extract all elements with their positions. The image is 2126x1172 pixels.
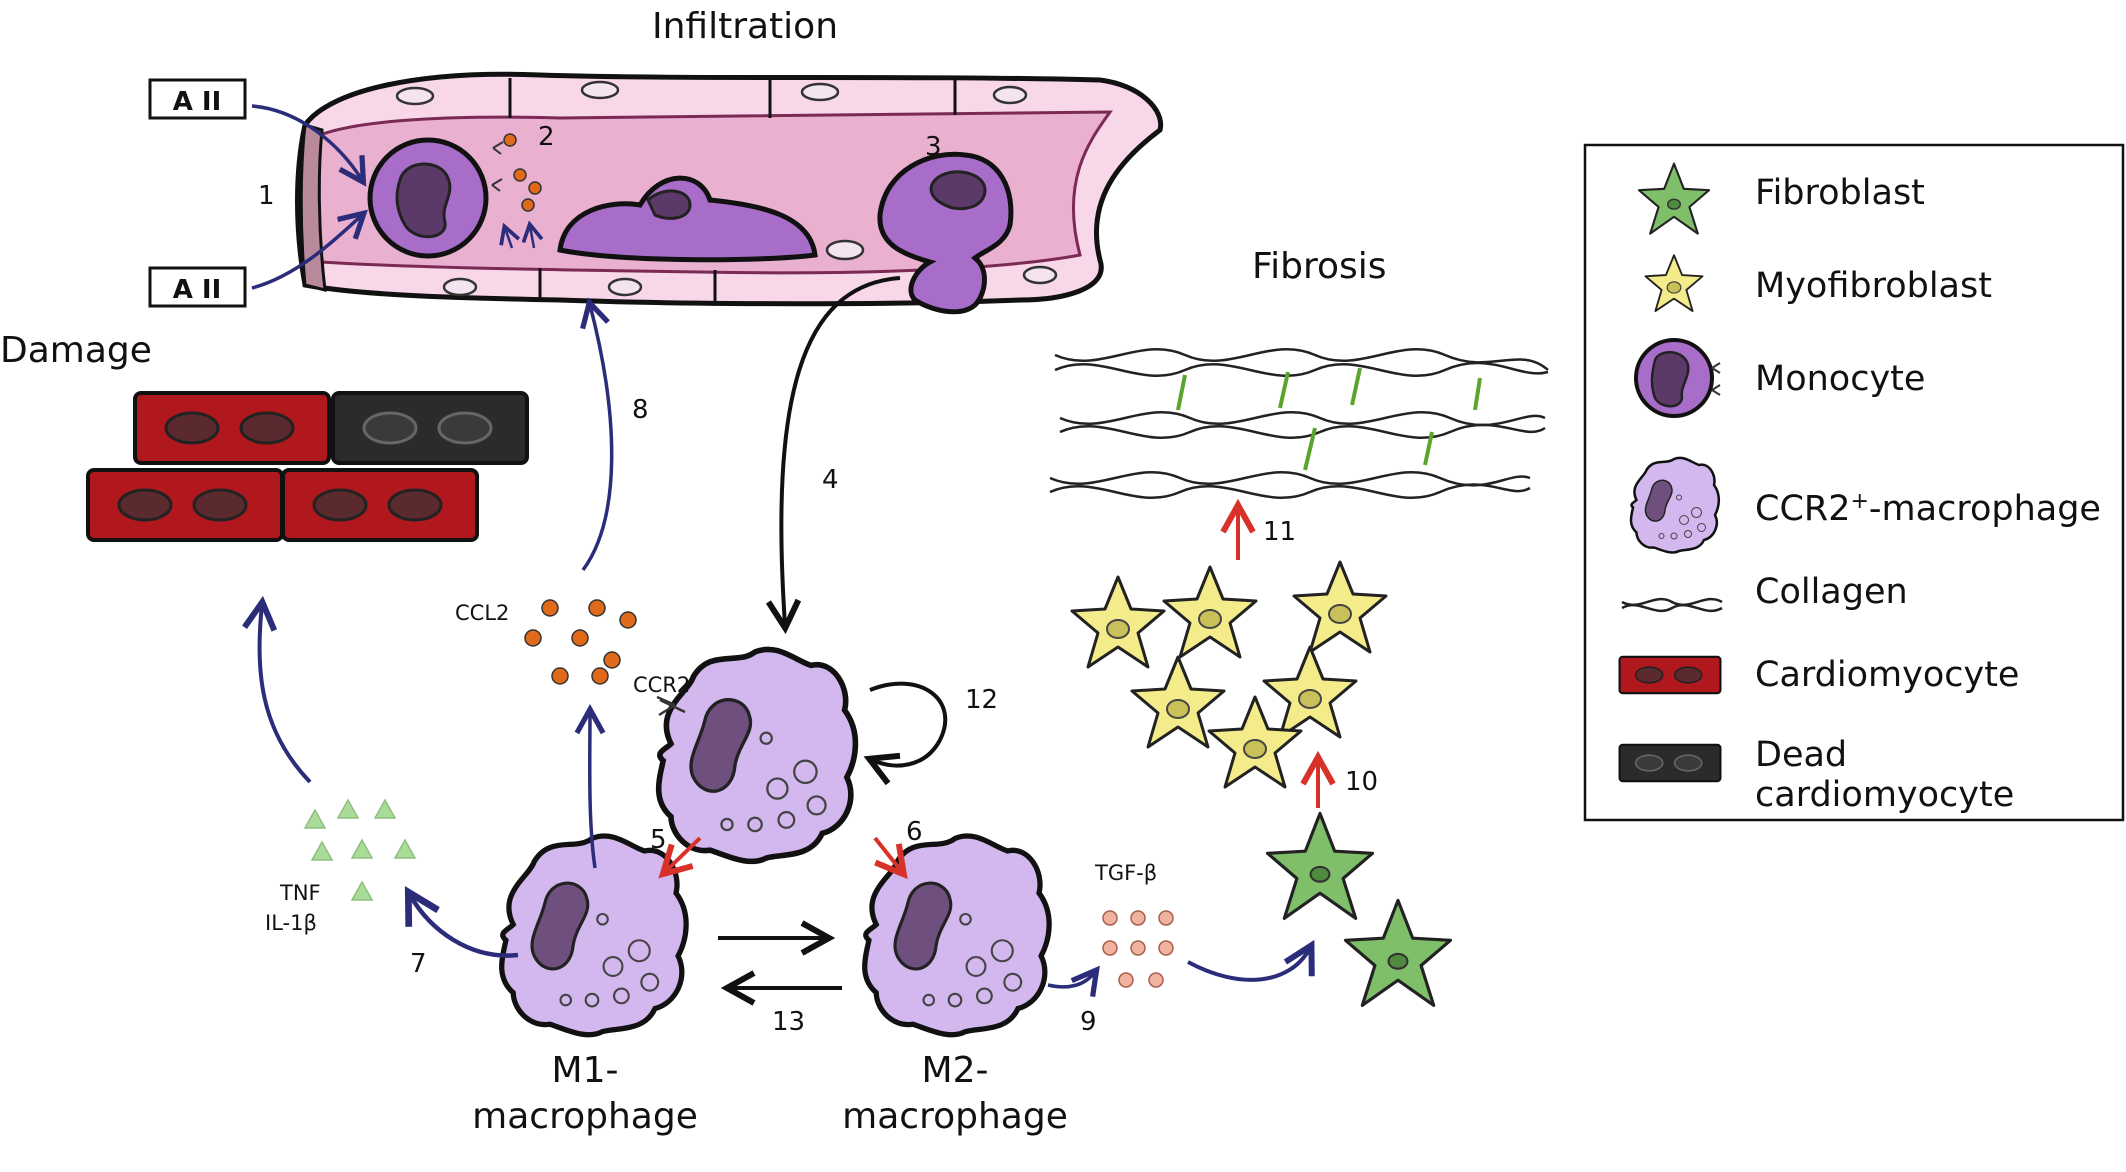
- m2-macrophage: [865, 836, 1049, 1035]
- legend-item-collagen: Collagen: [1621, 572, 1908, 613]
- svg-text:Monocyte: Monocyte: [1755, 359, 1925, 399]
- label-damage: Damage: [0, 330, 152, 371]
- legend-item-ccr2-macrophage: CCR2+-macrophage: [1629, 456, 2101, 554]
- arrow-m1-to-ccl2: [590, 712, 595, 869]
- legend-item-dead-cardiomyocyte: Dead cardiomyocyte: [1618, 735, 2014, 815]
- step-3: 3: [925, 132, 942, 162]
- svg-text:Dead: Dead: [1755, 735, 1847, 775]
- arrow-12-self-renewal: [870, 681, 948, 766]
- arrow-5-to-m1: [665, 836, 702, 872]
- arrow-4-monocyte-to-macrophage: [781, 276, 901, 625]
- svg-text:Collagen: Collagen: [1755, 572, 1908, 612]
- label-fibrosis: Fibrosis: [1252, 246, 1387, 287]
- step-13: 13: [772, 1007, 805, 1037]
- svg-text:cardiomyocyte: cardiomyocyte: [1755, 775, 2014, 815]
- svg-text:A II: A II: [173, 275, 222, 305]
- angiotensin-box-top: A II: [148, 78, 247, 120]
- step-1: 1: [258, 181, 275, 211]
- step-8: 8: [632, 395, 649, 425]
- collagen-crosslinks: [1176, 367, 1482, 471]
- step-7: 7: [410, 949, 427, 979]
- step-6: 6: [906, 817, 923, 847]
- label-ccr2: CCR2: [633, 673, 690, 697]
- arrow-7-m1-to-cytokines: [410, 895, 519, 958]
- step-11: 11: [1263, 517, 1296, 547]
- transmigrating-monocyte: [877, 151, 1014, 315]
- svg-text:A II: A II: [173, 87, 222, 117]
- svg-text:Cardiomyocyte: Cardiomyocyte: [1755, 655, 2019, 695]
- label-infiltration: Infiltration: [652, 6, 838, 47]
- adherent-monocyte: [557, 175, 818, 263]
- label-tgfb: TGF-β: [1094, 861, 1157, 885]
- tnf-triangles: [303, 798, 417, 901]
- step-2: 2: [538, 122, 555, 152]
- collagen-fibers: [1049, 348, 1549, 499]
- label-tnf: TNF: [279, 881, 321, 905]
- arrow-6-to-m2: [873, 836, 902, 872]
- arrow-a2-top-to-monocyte: [251, 104, 362, 180]
- tgfb-dots: [1102, 910, 1174, 988]
- label-m2-line1: M2-: [922, 1050, 989, 1091]
- label-il1b: IL-1β: [265, 911, 317, 935]
- angiotensin-box-bottom: A II: [148, 266, 247, 308]
- legend-item-fibroblast: Fibroblast: [1637, 162, 1925, 235]
- svg-text:CCR2+-macrophage: CCR2+-macrophage: [1755, 489, 2101, 530]
- label-m1-line1: M1-: [552, 1050, 619, 1091]
- myofibroblast-cluster: [1070, 560, 1388, 789]
- arrow-tgfb-to-fibroblast: [1187, 948, 1310, 982]
- step-9: 9: [1080, 1007, 1097, 1037]
- step-4: 4: [822, 465, 839, 495]
- arrow-a2-bottom-to-monocyte: [251, 215, 362, 290]
- label-ccl2: CCL2: [455, 601, 509, 625]
- arrow-8-ccl2-to-vessel: [583, 305, 614, 572]
- label-m1-line2: macrophage: [472, 1096, 698, 1137]
- step-12: 12: [965, 685, 998, 715]
- legend-item-cardiomyocyte: Cardiomyocyte: [1618, 655, 2019, 695]
- label-m2-line2: macrophage: [842, 1096, 1068, 1137]
- legend-item-myofibroblast: Myofibroblast: [1644, 254, 1992, 312]
- legend-item-monocyte: Monocyte: [1634, 338, 1925, 418]
- ccr2-macrophage: [657, 649, 855, 861]
- monocyte-in-vessel: [367, 133, 541, 259]
- fibroblast-cluster: [1265, 811, 1453, 1007]
- arrow-cytokines-to-damage: [259, 605, 312, 784]
- ccl2-dots: [524, 599, 637, 685]
- svg-text:Fibroblast: Fibroblast: [1755, 173, 1925, 213]
- svg-text:Myofibroblast: Myofibroblast: [1755, 266, 1992, 306]
- cardiomyocyte-cluster: [86, 391, 529, 542]
- arrow-9-m2-to-tgfb: [1047, 972, 1095, 987]
- step-10: 10: [1345, 767, 1378, 797]
